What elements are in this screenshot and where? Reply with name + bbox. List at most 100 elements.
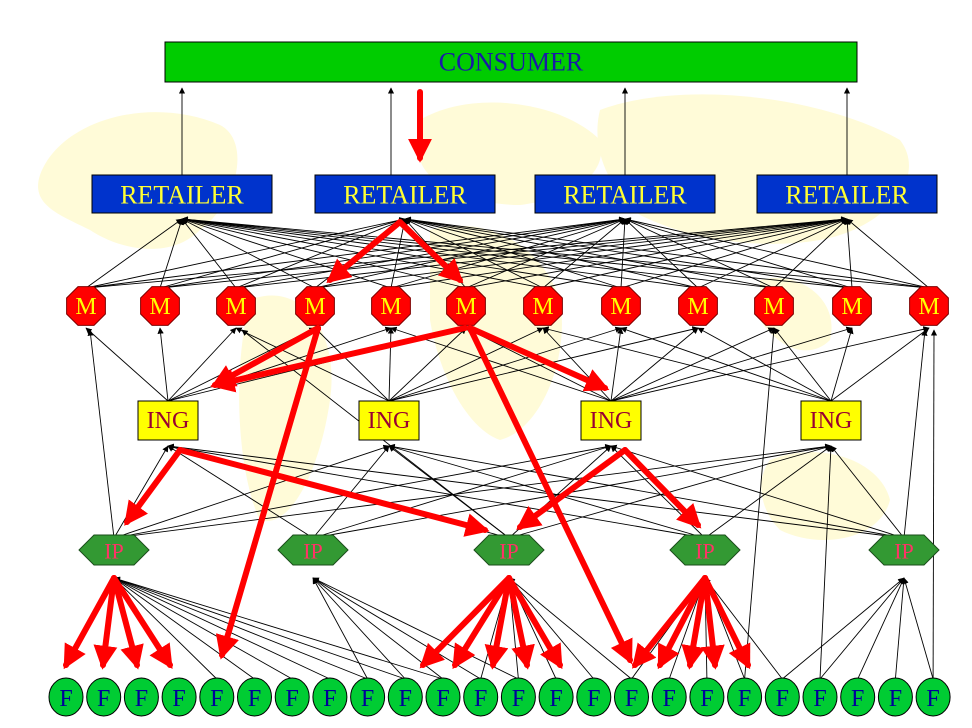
supply-link (819, 445, 834, 680)
flow-arrow (622, 447, 702, 529)
farm-node (463, 677, 499, 717)
manufacturer-label: M (918, 294, 939, 320)
farm-node (425, 677, 461, 717)
farm-node (312, 677, 348, 717)
consumer-label: CONSUMER (439, 48, 584, 77)
supply-link (85, 218, 183, 289)
farm-label: F (248, 686, 261, 712)
supply-link (620, 218, 628, 289)
farm-node (689, 677, 725, 717)
supply-link (610, 327, 699, 402)
supply-link (312, 577, 368, 680)
processor-label: IP (695, 539, 715, 564)
flow-arrow (681, 575, 708, 670)
supply-link (85, 217, 406, 289)
manufacturer-node (66, 286, 106, 326)
supply-link (930, 329, 938, 680)
supply-link (314, 217, 626, 289)
supply-link (819, 577, 905, 680)
supply-link (312, 577, 519, 680)
farm-label: F (625, 686, 638, 712)
supply-link (610, 444, 905, 539)
farm-node (727, 677, 763, 717)
supply-link (624, 217, 930, 289)
supply-link (388, 327, 467, 402)
processor-label: IP (499, 539, 519, 564)
farm-label: F (436, 686, 449, 712)
flow-arrow (124, 447, 183, 526)
supply-link (610, 326, 853, 402)
retailer-box (534, 174, 716, 214)
retailer-label: RETAILER (785, 181, 909, 210)
ingredient-label: ING (810, 408, 853, 434)
flow-arrow (210, 325, 468, 393)
supply-link (465, 216, 848, 289)
retailer-box (91, 174, 273, 214)
farm-label: F (97, 686, 110, 712)
supply-link (624, 217, 853, 289)
ingredient-label: ING (590, 408, 633, 434)
farm-node (48, 677, 84, 717)
supply-link (704, 445, 832, 539)
supply-link (159, 216, 626, 289)
supply-link (113, 444, 390, 539)
farm-label: F (889, 686, 902, 712)
supply-link (85, 216, 848, 289)
manufacturer-node (678, 286, 718, 326)
consumer-box (164, 41, 858, 83)
farm-node (500, 677, 536, 717)
farm-label: F (587, 686, 600, 712)
supply-link (113, 443, 832, 539)
farm-label: F (323, 686, 336, 712)
manufacturer-node (216, 286, 256, 326)
ingredient-box (580, 400, 642, 441)
farm-label: F (172, 686, 185, 712)
manufacturer-node (601, 286, 641, 326)
flow-arrow (467, 325, 610, 392)
supply-link (113, 577, 331, 680)
ingredient-box (137, 400, 199, 441)
supply-link (312, 444, 612, 539)
supply-link (610, 326, 930, 402)
supply-link (181, 218, 237, 289)
processor-node (78, 534, 150, 566)
manufacturer-label: M (225, 294, 246, 320)
supply-link (113, 445, 169, 539)
supply-link (894, 577, 907, 680)
farm-label: F (361, 686, 374, 712)
manufacturer-label: M (763, 294, 784, 320)
supply-link (235, 218, 406, 289)
farm-label: F (474, 686, 487, 712)
farm-node (199, 677, 235, 717)
supply-link (181, 216, 853, 289)
flow-arrow (111, 575, 173, 670)
farm-label: F (851, 686, 864, 712)
highlighted-flow-path (63, 89, 751, 670)
flow-arrow (93, 575, 118, 670)
manufacturer-label: M (455, 294, 476, 320)
supply-link (157, 327, 169, 402)
supply-link (181, 217, 467, 289)
farm-label: F (738, 686, 751, 712)
supply-link (704, 577, 783, 680)
supply-link (167, 326, 392, 402)
supply-link (620, 217, 848, 289)
manufacturer-node (140, 286, 180, 326)
supply-link (830, 327, 854, 402)
supply-link (113, 443, 612, 539)
supply-link (697, 218, 848, 289)
supply-link (773, 327, 832, 402)
supply-link (390, 218, 407, 289)
farm-node (915, 677, 951, 717)
supply-link (167, 443, 706, 539)
retailer-label: RETAILER (563, 181, 687, 210)
flow-arrow (657, 575, 708, 670)
processor-label: IP (104, 539, 124, 564)
supply-link (542, 218, 626, 289)
supply-link (181, 216, 930, 289)
farm-label: F (286, 686, 299, 712)
supply-link (773, 218, 848, 289)
supply-link (465, 218, 626, 289)
